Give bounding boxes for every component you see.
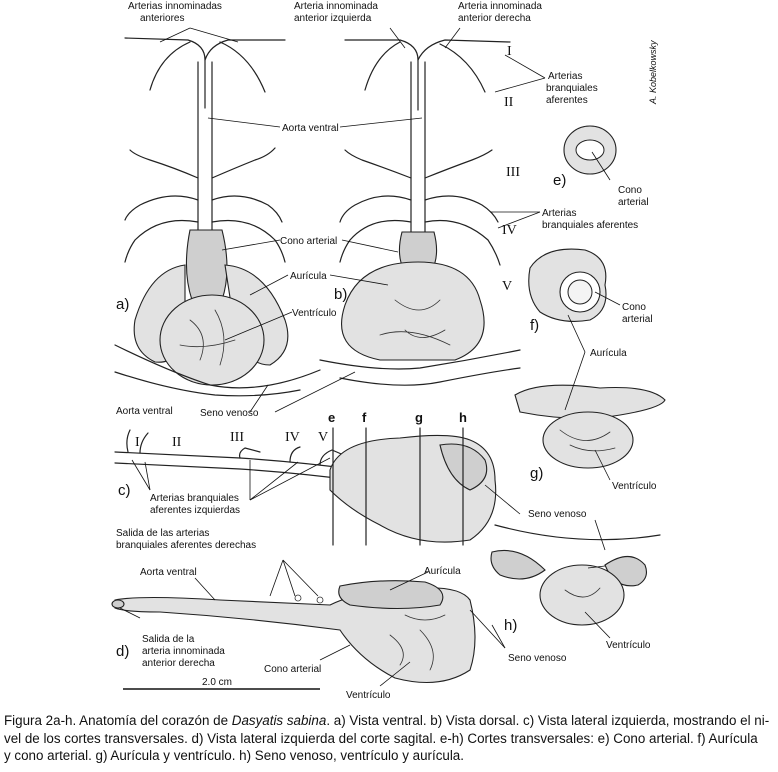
label-auricula-fg: Aurícula bbox=[590, 348, 627, 359]
numeral-top-III: III bbox=[506, 165, 520, 180]
panel-e-drawing bbox=[563, 125, 617, 175]
label-salida-innominada-1: Salida de la bbox=[142, 634, 195, 645]
numeral-top-I: I bbox=[507, 44, 512, 59]
caption-species: Dasyatis sabina bbox=[231, 713, 327, 728]
heart-anatomy-figure: Arterias innominadas anteriores Arteria … bbox=[111, 1, 666, 701]
caption-line3: y cono arterial. g) Aurícula y ventrícul… bbox=[4, 748, 464, 763]
label-salida-innominada-3: anterior derecha bbox=[142, 658, 215, 669]
section-mark-h: h bbox=[459, 410, 467, 425]
section-markers: e f g h bbox=[328, 410, 467, 425]
label-auricula-top: Aurícula bbox=[290, 271, 327, 282]
label-innominada-der-2: anterior derecha bbox=[458, 13, 531, 24]
panel-h-drawing bbox=[490, 524, 661, 626]
numeral-c-I: I bbox=[135, 435, 140, 450]
numeral-c-IV: IV bbox=[285, 430, 300, 445]
label-salida-der-1: Salida de las arterias bbox=[116, 528, 209, 539]
panel-label-h: h) bbox=[504, 617, 517, 634]
label-cono-arterial-top: Cono arterial bbox=[280, 236, 337, 247]
section-mark-f: f bbox=[362, 410, 367, 425]
panel-b-drawing bbox=[319, 39, 521, 386]
label-ventriculo-top: Ventrículo bbox=[292, 308, 337, 319]
section-mark-g: g bbox=[415, 410, 423, 425]
numeral-top-V: V bbox=[502, 279, 512, 294]
panel-f-drawing bbox=[528, 248, 607, 322]
label-seno-venoso-top: Seno venoso bbox=[200, 408, 259, 419]
panel-label-d: d) bbox=[116, 643, 129, 660]
roman-numerals: I II III IV V I II III IV V bbox=[135, 44, 520, 450]
panel-a-drawing bbox=[114, 37, 321, 397]
numeral-top-IV: IV bbox=[502, 223, 517, 238]
label-innominada-izq-2: anterior izquierda bbox=[294, 13, 372, 24]
label-branq-mid-1: Arterias bbox=[542, 208, 576, 219]
author-signature: A. Kobelkowsky bbox=[648, 40, 658, 105]
panel-label-a: a) bbox=[116, 296, 129, 313]
label-cono-f-2: arterial bbox=[622, 314, 653, 325]
label-seno-venoso-g: Seno venoso bbox=[528, 509, 587, 520]
label-salida-innominada-2: arteria innominada bbox=[142, 646, 225, 657]
figure-labels: Arterias innominadas anteriores Arteria … bbox=[116, 1, 658, 701]
label-arterias-innominadas-2: anteriores bbox=[140, 13, 184, 24]
label-cono-e-1: Cono bbox=[618, 185, 642, 196]
section-mark-e: e bbox=[328, 410, 335, 425]
caption-line2: vel de los cortes transversales. d) Vist… bbox=[4, 730, 758, 746]
numeral-top-II: II bbox=[504, 95, 514, 110]
panel-label-g: g) bbox=[530, 465, 543, 482]
caption-lead: Figura 2a-h. Anatomía del corazón de bbox=[4, 713, 232, 728]
numeral-c-III: III bbox=[230, 430, 244, 445]
label-aorta-ventral-top: Aorta ventral bbox=[282, 123, 339, 134]
panel-g-drawing bbox=[514, 384, 666, 469]
panel-label-b: b) bbox=[334, 286, 347, 303]
label-seno-venoso-d: Seno venoso bbox=[508, 653, 567, 664]
label-aorta-ventral-c: Aorta ventral bbox=[116, 406, 173, 417]
numeral-c-V: V bbox=[318, 430, 328, 445]
numeral-c-II: II bbox=[172, 435, 182, 450]
label-branq-izq-2: aferentes izquierdas bbox=[150, 505, 240, 516]
panel-label-f: f) bbox=[530, 317, 539, 334]
label-cono-e-2: arterial bbox=[618, 197, 649, 208]
figure-caption: Figura 2a-h. Anatomía del corazón de Das… bbox=[4, 712, 774, 765]
label-branq-mid-2: branquiales aferentes bbox=[542, 220, 638, 231]
label-auricula-d: Aurícula bbox=[424, 566, 461, 577]
caption-rest-line1: . a) Vista ventral. b) Vista dorsal. c) … bbox=[326, 713, 770, 728]
label-cono-arterial-d: Cono arterial bbox=[264, 664, 321, 675]
label-branq-top-1: Arterias bbox=[548, 71, 582, 82]
label-scale-bar: 2.0 cm bbox=[202, 677, 232, 688]
label-branq-top-2: branquiales bbox=[546, 83, 598, 94]
panel-label-c: c) bbox=[118, 482, 131, 499]
label-ventriculo-d: Ventrículo bbox=[346, 690, 391, 701]
leader-lines bbox=[119, 27, 621, 687]
label-salida-der-2: branquiales aferentes derechas bbox=[116, 540, 256, 551]
label-aorta-ventral-d: Aorta ventral bbox=[140, 567, 197, 578]
label-innominada-der-1: Arteria innominada bbox=[458, 1, 542, 12]
label-ventriculo-g: Ventrículo bbox=[612, 481, 657, 492]
label-branq-izq-1: Arterias branquiales bbox=[150, 493, 239, 504]
panel-label-e: e) bbox=[553, 172, 566, 189]
panel-letters: a) b) c) d) e) f) g) h) bbox=[116, 172, 566, 660]
panel-c-drawing bbox=[114, 427, 497, 546]
label-ventriculo-h: Ventrículo bbox=[606, 640, 651, 651]
label-branq-top-3: aferentes bbox=[546, 95, 588, 106]
label-arterias-innominadas-1: Arterias innominadas bbox=[128, 1, 222, 12]
label-innominada-izq-1: Arteria innominada bbox=[294, 1, 378, 12]
label-cono-f-1: Cono bbox=[622, 302, 646, 313]
panel-d-drawing bbox=[111, 580, 476, 683]
